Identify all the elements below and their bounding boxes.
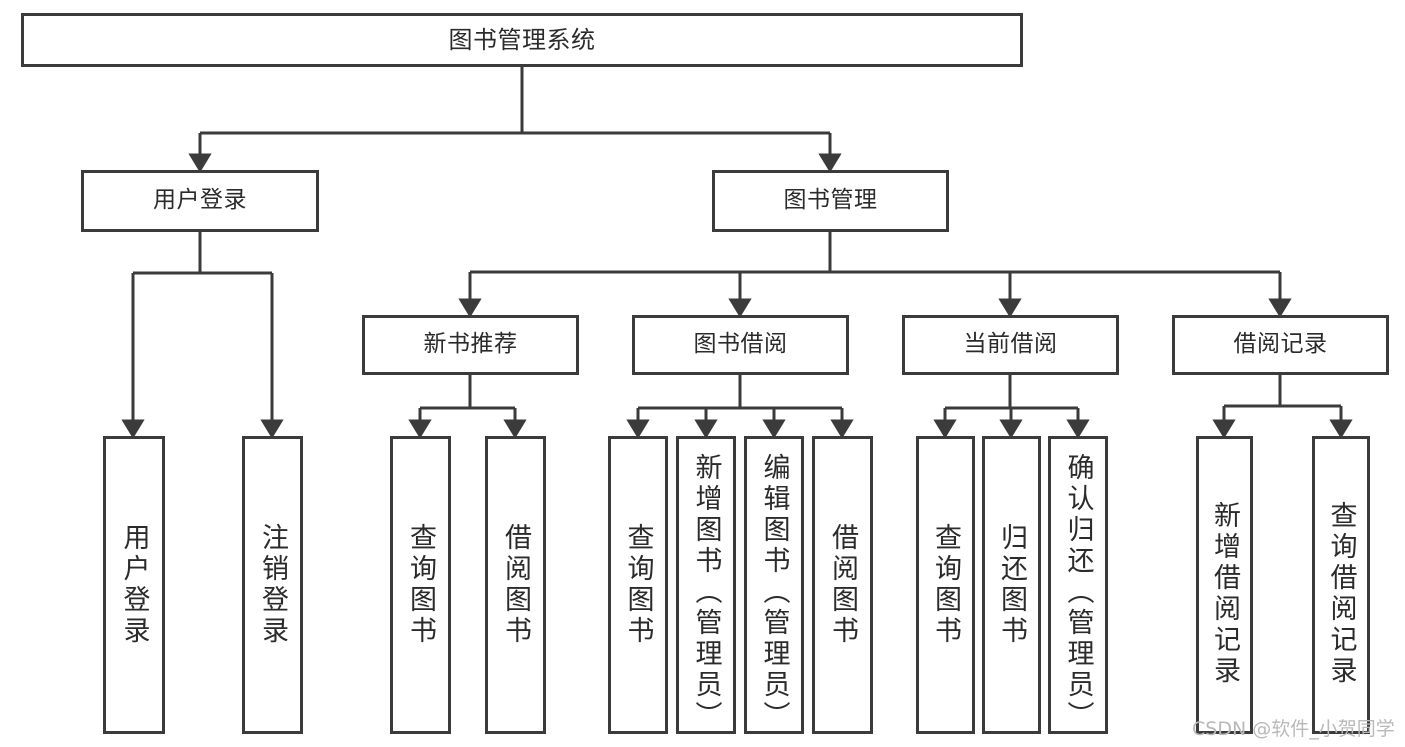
- node-leaf-query-book-2-label: 查询图书: [622, 523, 654, 647]
- node-leaf-add-book-admin-label: 新增图书（管理员）: [690, 453, 722, 732]
- node-leaf-query-book-2[interactable]: 查询图书: [608, 436, 668, 734]
- node-borrow-records[interactable]: 借阅记录: [1172, 315, 1389, 375]
- node-leaf-logout[interactable]: 注销登录: [242, 436, 303, 734]
- node-leaf-query-borrow-record-label: 查询借阅记录: [1325, 501, 1357, 687]
- node-current-borrow-label: 当前借阅: [963, 331, 1058, 358]
- node-leaf-edit-book-admin-label: 编辑图书（管理员）: [758, 453, 790, 732]
- node-leaf-query-book-1[interactable]: 查询图书: [390, 436, 451, 734]
- node-leaf-query-borrow-record[interactable]: 查询借阅记录: [1312, 436, 1370, 734]
- node-leaf-confirm-return-admin-label: 确认归还（管理员）: [1062, 453, 1094, 732]
- node-user-login-label: 用户登录: [153, 187, 247, 214]
- node-book-borrow[interactable]: 图书借阅: [632, 315, 849, 375]
- node-leaf-user-login-label: 用户登录: [118, 523, 150, 647]
- node-leaf-add-borrow-record-label: 新增借阅记录: [1209, 501, 1240, 687]
- node-root[interactable]: 图书管理系统: [21, 13, 1023, 67]
- node-leaf-borrow-book-1-label: 借阅图书: [500, 523, 531, 647]
- node-leaf-edit-book-admin[interactable]: 编辑图书（管理员）: [744, 436, 804, 734]
- node-book-management-label: 图书管理: [783, 187, 878, 214]
- node-new-book-recommend-label: 新书推荐: [423, 331, 518, 358]
- node-new-book-recommend[interactable]: 新书推荐: [362, 315, 579, 375]
- node-leaf-borrow-book-2-label: 借阅图书: [827, 523, 858, 647]
- node-leaf-confirm-return-admin[interactable]: 确认归还（管理员）: [1048, 436, 1108, 734]
- node-book-borrow-label: 图书借阅: [693, 331, 788, 358]
- node-leaf-return-book-label: 归还图书: [996, 523, 1027, 647]
- node-leaf-borrow-book-2[interactable]: 借阅图书: [812, 436, 873, 734]
- node-root-label: 图书管理系统: [448, 25, 596, 54]
- node-leaf-query-book-1-label: 查询图书: [405, 523, 436, 647]
- csdn-watermark: CSDN @软件_小贺同学: [1192, 718, 1395, 740]
- node-borrow-records-label: 借阅记录: [1233, 331, 1328, 358]
- node-leaf-query-book-3-label: 查询图书: [930, 523, 961, 647]
- node-leaf-user-login[interactable]: 用户登录: [103, 436, 165, 734]
- node-leaf-query-book-3[interactable]: 查询图书: [916, 436, 975, 734]
- node-leaf-add-borrow-record[interactable]: 新增借阅记录: [1196, 436, 1253, 734]
- node-leaf-add-book-admin[interactable]: 新增图书（管理员）: [676, 436, 736, 734]
- node-user-login[interactable]: 用户登录: [81, 170, 319, 232]
- node-book-management[interactable]: 图书管理: [712, 170, 949, 232]
- node-leaf-borrow-book-1[interactable]: 借阅图书: [485, 436, 546, 734]
- node-leaf-return-book[interactable]: 归还图书: [982, 436, 1041, 734]
- node-leaf-logout-label: 注销登录: [257, 523, 288, 647]
- node-current-borrow[interactable]: 当前借阅: [902, 315, 1119, 375]
